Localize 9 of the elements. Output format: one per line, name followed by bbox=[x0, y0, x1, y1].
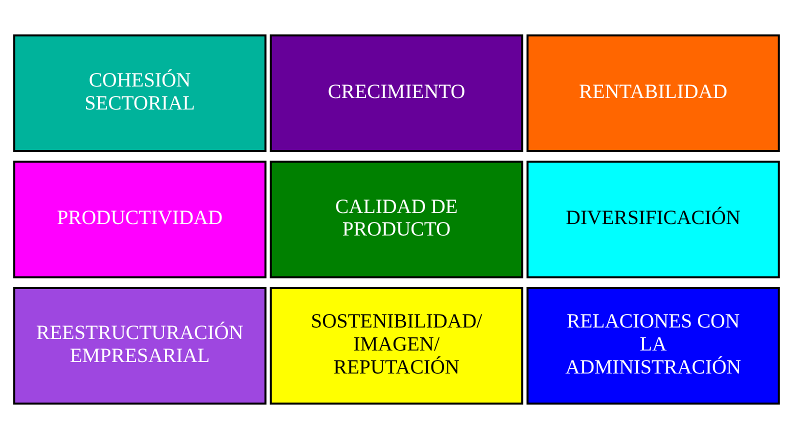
node-box: COHESIÓN SECTORIAL bbox=[13, 34, 266, 152]
node-box: DIVERSIFICACIÓN bbox=[526, 160, 780, 278]
node-box: RENTABILIDAD bbox=[526, 34, 780, 152]
node-box: REESTRUCTURACIÓN EMPRESARIAL bbox=[13, 287, 266, 405]
node-box: CALIDAD DE PRODUCTO bbox=[270, 160, 524, 278]
node-box: PRODUCTIVIDAD bbox=[13, 160, 266, 278]
node-box: SOSTENIBILIDAD/ IMAGEN/ REPUTACIÓN bbox=[270, 287, 524, 405]
node-box: CRECIMIENTO bbox=[270, 34, 524, 152]
node-box: RELACIONES CON LA ADMINISTRACIÓN bbox=[526, 287, 780, 405]
